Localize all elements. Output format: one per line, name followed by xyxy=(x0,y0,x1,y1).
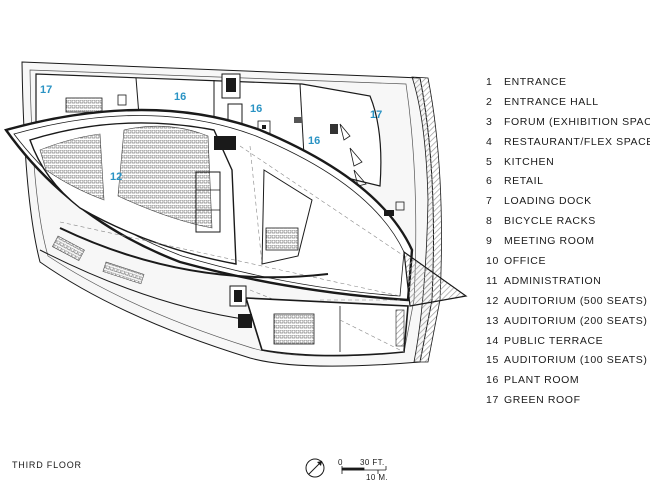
legend-item: 9 MEETING ROOM xyxy=(486,232,650,252)
legend-number: 9 xyxy=(486,235,493,248)
plan-label-plant-room-3: 16 xyxy=(308,135,320,147)
legend-label: RESTAURANT/FLEX SPACE xyxy=(504,135,650,148)
legend-item: 4 RESTAURANT/FLEX SPACE xyxy=(486,133,650,153)
legend-item: 17 GREEN ROOF xyxy=(486,391,650,411)
legend-label: BICYCLE RACKS xyxy=(504,215,596,228)
plan-label-plant-room-2: 16 xyxy=(250,103,262,115)
legend-number: 5 xyxy=(486,155,493,168)
legend-number: 14 xyxy=(486,334,499,347)
legend-label: AUDITORIUM (100 SEATS) xyxy=(504,354,648,367)
legend-number: 12 xyxy=(486,294,499,307)
legend-item: 5 KITCHEN xyxy=(486,153,650,173)
forum-atrium xyxy=(261,169,313,265)
lower-block xyxy=(244,297,409,357)
legend-number: 17 xyxy=(486,394,499,407)
legend-number: 8 xyxy=(486,215,493,228)
scale-bar xyxy=(341,466,387,474)
legend-label: LOADING DOCK xyxy=(504,195,592,208)
legend-label: PLANT ROOM xyxy=(504,374,580,387)
legend-label: AUDITORIUM (200 SEATS) xyxy=(504,314,648,327)
legend-item: 2 ENTRANCE HALL xyxy=(486,93,650,113)
legend-number: 1 xyxy=(486,76,493,88)
seating-500 xyxy=(39,125,213,229)
legend-number: 7 xyxy=(486,195,493,208)
room-legend: 1 ENTRANCE 2 ENTRANCE HALL 3 FORUM (EXHIBITIO… xyxy=(486,73,650,411)
legend-label: PUBLIC TERRACE xyxy=(504,334,604,347)
plan-label-auditorium: 12 xyxy=(110,171,122,183)
legend-label: FORUM (EXHIBITION SPACE) xyxy=(504,115,650,128)
lens-tip xyxy=(403,250,468,307)
plan-label-green-roof-2: 17 xyxy=(370,109,382,121)
legend-number: 4 xyxy=(486,135,493,148)
legend-label: RETAIL xyxy=(504,175,544,188)
legend-number: 13 xyxy=(486,314,499,327)
legend-item: 14 PUBLIC TERRACE xyxy=(486,332,650,352)
legend-label: KITCHEN xyxy=(504,155,555,168)
legend-item: 16 PLANT ROOM xyxy=(486,371,650,391)
legend-number: 10 xyxy=(486,255,499,268)
legend-label: GREEN ROOF xyxy=(504,394,581,407)
plan-label-green-roof-1: 17 xyxy=(40,84,52,96)
legend-item: 1 ENTRANCE xyxy=(486,73,650,93)
north-arrow-icon xyxy=(305,458,325,478)
legend-number: 15 xyxy=(486,354,499,367)
legend-item: 6 RETAIL xyxy=(486,172,650,192)
legend-label: ENTRANCE xyxy=(504,76,567,88)
floor-label: THIRD FLOOR xyxy=(12,460,82,470)
legend-number: 11 xyxy=(486,274,499,287)
legend-number: 3 xyxy=(486,115,493,128)
legend-item: 10 OFFICE xyxy=(486,252,650,272)
legend-item: 7 LOADING DOCK xyxy=(486,192,650,212)
scale-feet-label: 30 FT. xyxy=(360,458,385,467)
legend-item: 13 AUDITORIUM (200 SEATS) xyxy=(486,312,650,332)
legend-number: 16 xyxy=(486,374,499,387)
legend-number: 6 xyxy=(486,175,493,188)
legend-label: ADMINISTRATION xyxy=(504,274,602,287)
scale-meters-label: 10 M. xyxy=(366,473,389,482)
plan-label-plant-room-1: 16 xyxy=(174,91,186,103)
legend-item: 11 ADMINISTRATION xyxy=(486,272,650,292)
legend-label: AUDITORIUM (500 SEATS) xyxy=(504,294,648,307)
legend-number: 2 xyxy=(486,95,493,108)
legend-item: 12 AUDITORIUM (500 SEATS) xyxy=(486,292,650,312)
green-roof-border xyxy=(29,69,417,357)
legend-item: 8 BICYCLE RACKS xyxy=(486,212,650,232)
legend-item: 15 AUDITORIUM (100 SEATS) xyxy=(486,351,650,371)
legend-label: ENTRANCE HALL xyxy=(504,95,599,108)
scale-zero-label: 0 xyxy=(338,458,343,467)
legend-label: MEETING ROOM xyxy=(504,235,595,248)
legend-label: OFFICE xyxy=(504,255,547,268)
legend-item: 3 FORUM (EXHIBITION SPACE) xyxy=(486,113,650,133)
